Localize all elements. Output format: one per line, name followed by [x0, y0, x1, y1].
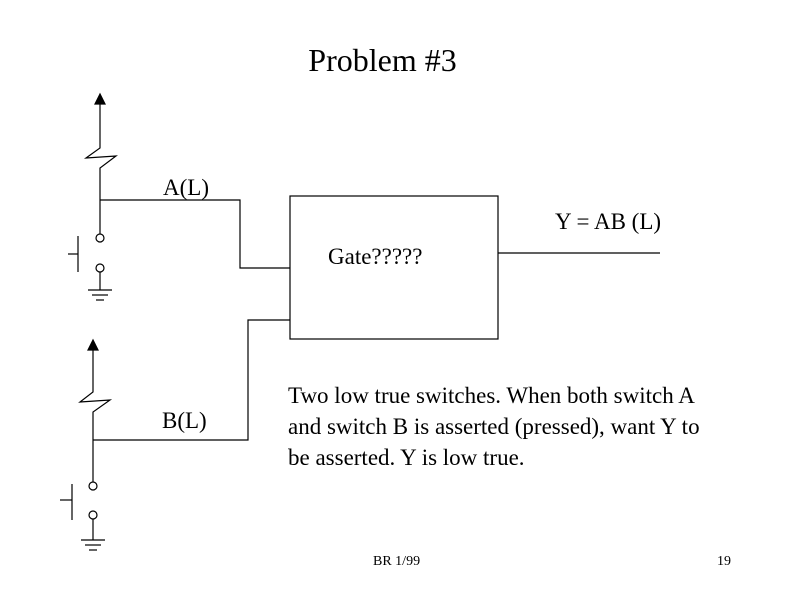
ground-icon-b [81, 539, 105, 551]
wire-a [100, 199, 290, 269]
label-b: B(L) [162, 408, 207, 433]
ground-icon-a [88, 289, 112, 301]
switch-b [60, 440, 98, 540]
pullup-resistor-b [78, 385, 113, 440]
gate-box [289, 195, 499, 340]
pullup-resistor-a [83, 140, 118, 200]
description: Two low true switches. When both switch … [288, 383, 700, 470]
switch-a [68, 200, 105, 290]
slide-title: Problem #3 [308, 42, 457, 78]
page-number: 19 [717, 554, 731, 569]
vcc-arrow-b [87, 338, 99, 385]
label-gate: Gate????? [328, 244, 423, 269]
wire-b [93, 319, 290, 441]
label-a: A(L) [163, 175, 209, 200]
label-y: Y = AB (L) [555, 209, 662, 234]
vcc-arrow-a [94, 92, 106, 140]
footer-author-date: BR 1/99 [373, 554, 421, 569]
